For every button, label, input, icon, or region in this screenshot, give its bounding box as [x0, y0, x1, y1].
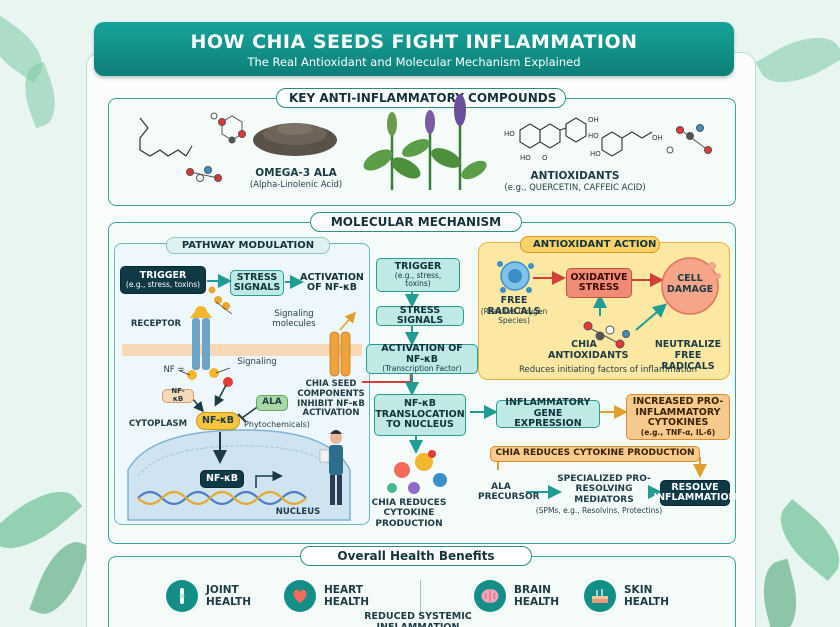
antioxidants-subtitle: (e.g., QUERCETIN, CAFFEIC ACID)	[504, 183, 646, 193]
pathway-activation-label: ACTIVATION OF NF-κB	[300, 271, 364, 293]
ala-box: ALA	[256, 395, 288, 411]
chia-antioxidant-molecule-icon	[583, 321, 630, 349]
neutralize-label: NEUTRALIZE FREE RADICALS	[654, 339, 722, 372]
receptor-icon	[190, 306, 212, 370]
heart-benefit: HEART HEALTH	[284, 580, 370, 612]
oxidative-stress-box: OXIDATIVE STRESS	[566, 268, 632, 298]
signaling-molecules-label: Signaling molecules	[272, 309, 316, 329]
spm-sub: (SPMs, e.g., Resolvins, Protectins)	[535, 506, 663, 515]
quercetin-molecule-icon: HO OH HO O	[504, 116, 599, 162]
scientist-icon	[319, 430, 343, 505]
brain-benefit: BRAIN HEALTH	[474, 580, 560, 612]
title-banner: HOW CHIA SEEDS FIGHT INFLAMMATION The Re…	[94, 22, 734, 76]
cell-membrane	[122, 344, 362, 356]
ala-precursor-label: ALA PRECURSOR	[478, 482, 540, 503]
center-trigger-box: TRIGGER (e.g., stress, toxins)	[376, 258, 460, 292]
chia-antioxidants-label: CHIA ANTIOXIDANTS	[548, 339, 629, 361]
chia-seed-capsule-icon	[329, 331, 351, 377]
cytokines-label: INCREASED PRO-INFLAMMATORY CYTOKINES	[632, 396, 724, 429]
receptor-label: RECEPTOR	[130, 319, 182, 329]
dna-icon	[137, 490, 307, 506]
pathway-label: PATHWAY MODULATION	[166, 237, 330, 254]
gene-expression-box: INFLAMMATORY GENE EXPRESSION	[496, 398, 600, 429]
svg-text:HO: HO	[588, 132, 599, 140]
reduces-initiating-label: Reduces initiating factors of inflammati…	[518, 365, 698, 375]
page-title: HOW CHIA SEEDS FIGHT INFLAMMATION	[190, 31, 638, 53]
resolve-box: RESOLVE INFLAMMATION	[654, 480, 736, 506]
cytoplasm-label: CYTOPLASM	[128, 419, 188, 429]
cytokine-molecules-icon	[387, 450, 447, 494]
benefits-section	[108, 556, 736, 627]
free-radical-icon	[497, 261, 534, 293]
caffeic-acid-molecule-icon: HO HO OH	[588, 131, 663, 158]
skin-benefit: SKIN HEALTH	[584, 580, 670, 612]
pathway-trigger-sub: (e.g., stress, toxins)	[125, 280, 201, 290]
svg-text:OH: OH	[588, 116, 599, 124]
free-radicals-sub: (Reactive Oxygen Species)	[480, 307, 548, 325]
center-activation-label: ACTIVATION OF NF-κB	[381, 343, 463, 365]
nfkb-small-box: NF-κB	[162, 387, 194, 403]
pathway-trigger-label: TRIGGER	[139, 269, 187, 281]
omega-subtitle: (Alpha-Linolenic Acid)	[249, 180, 343, 190]
svg-text:HO: HO	[590, 150, 601, 158]
molecule-cluster-icon	[666, 124, 712, 154]
joint-label: JOINT HEALTH	[206, 583, 251, 608]
ala-molecule-icon	[139, 117, 193, 157]
reduced-systemic-label: REDUCED SYSTEMIC INFLAMMATION	[364, 611, 472, 627]
omega-title: OMEGA-3 ALA	[255, 167, 337, 179]
skin-label: SKIN HEALTH	[624, 583, 669, 608]
center-reduces-label: CHIA REDUCES CYTOKINE PRODUCTION	[371, 498, 447, 529]
cytokines-box: INCREASED PRO-INFLAMMATORY CYTOKINES (e.…	[626, 394, 730, 440]
cell-damage-icon	[661, 257, 721, 315]
joint-benefit: JOINT HEALTH	[166, 580, 252, 612]
inhibit-label: CHIA SEED COMPONENTS INHIBIT NF-κB ACTIV…	[297, 379, 365, 419]
spm-label: SPECIALIZED PRO-RESOLVING MEDIATORS	[557, 474, 651, 505]
nucleus-label: NUCLEUS	[275, 507, 321, 517]
pathway-stress-box: STRESS SIGNALS	[230, 270, 284, 296]
phytochemicals-label: Phytochemicals)	[244, 420, 310, 429]
chia-plant-icon	[363, 94, 487, 190]
cell-damage-label: CELL DAMAGE	[666, 273, 714, 295]
molecule-cluster-icon	[186, 112, 246, 182]
signaling-label: Signaling	[237, 357, 277, 367]
benefits-section-label: Overall Health Benefits	[300, 546, 532, 566]
svg-text:OH: OH	[652, 134, 663, 142]
nf-eq-label: NF =	[163, 365, 185, 375]
svg-text:O: O	[542, 154, 548, 162]
center-activation-box: ACTIVATION OF NF-κB (Transcription Facto…	[366, 344, 478, 374]
svg-text:HO: HO	[520, 154, 531, 162]
page-subtitle: The Real Antioxidant and Molecular Mecha…	[247, 55, 581, 69]
joint-icon	[166, 580, 198, 612]
antioxidant-label: ANTIOXIDANT ACTION	[520, 236, 660, 253]
skin-icon	[584, 580, 616, 612]
mechanism-section-label: MOLECULAR MECHANISM	[310, 212, 522, 232]
cytokines-sub: (e.g., TNF-α, IL-6)	[640, 427, 716, 437]
free-radicals-label: FREE RADICALS	[487, 295, 541, 317]
translocation-box: NF-κB TRANSLOCATION TO NUCLEUS	[374, 394, 466, 436]
nfkb-cyto-box: NF-κB	[196, 412, 240, 430]
brain-label: BRAIN HEALTH	[514, 583, 559, 608]
brain-icon	[474, 580, 506, 612]
center-trigger-label: TRIGGER	[394, 260, 442, 272]
nfkb-nucleus-box: NF-κB	[200, 470, 244, 488]
heart-label: HEART HEALTH	[324, 583, 369, 608]
compounds-section-label: KEY ANTI-INFLAMMATORY COMPOUNDS	[276, 88, 566, 108]
chia-reduces-bar: CHIA REDUCES CYTOKINE PRODUCTION	[490, 446, 700, 462]
svg-text:HO: HO	[504, 130, 515, 138]
signaling-molecules	[187, 286, 233, 387]
center-trigger-sub: (e.g., stress, toxins)	[394, 270, 442, 289]
antioxidants-title: ANTIOXIDANTS	[530, 170, 620, 182]
pathway-trigger-box: TRIGGER (e.g., stress, toxins)	[120, 266, 206, 294]
heart-icon	[284, 580, 316, 612]
chia-seed-pile-icon	[253, 123, 337, 156]
center-activation-sub: (Transcription Factor)	[382, 364, 462, 374]
benefits-divider	[420, 580, 421, 614]
center-stress-box: STRESS SIGNALS	[376, 305, 464, 326]
